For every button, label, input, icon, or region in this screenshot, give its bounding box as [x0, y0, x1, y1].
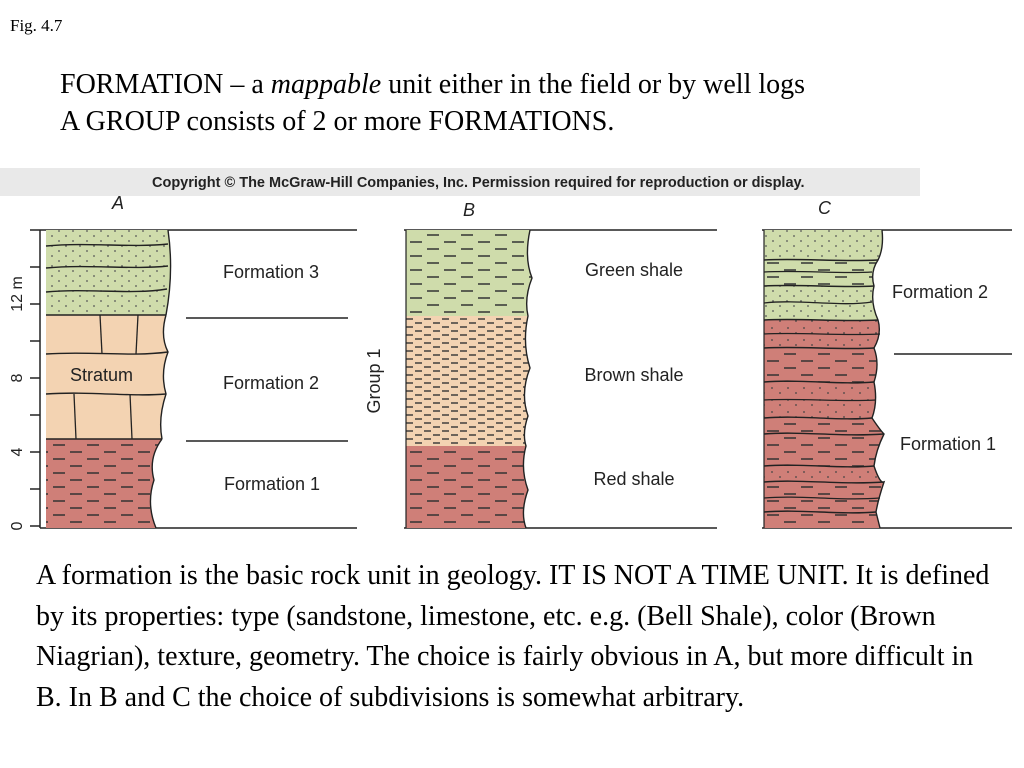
- scale-unit-label: 12 m: [9, 276, 26, 312]
- headline-line-1: FORMATION – a mappable unit either in th…: [60, 66, 805, 103]
- c-formation-1-texture: [764, 418, 884, 466]
- c-formation-1-texture: [764, 348, 877, 382]
- formation-2-label: Formation 2: [223, 373, 319, 393]
- bedding-line: [45, 243, 169, 247]
- joint-line: [99, 314, 103, 355]
- c-formation-1-texture: [764, 466, 884, 483]
- green-shale-label: Green shale: [585, 260, 683, 280]
- bedding-line: [763, 258, 879, 262]
- column-a: A 0 4 8 12 m: [9, 193, 357, 530]
- bedding-line: [763, 284, 875, 288]
- bedding-line: [763, 332, 881, 336]
- stratigraphic-figure: Copyright © The McGraw-Hill Companies, I…: [0, 168, 1012, 530]
- column-b-weathering-edge: [522, 229, 533, 529]
- brown-shale-texture: [406, 316, 530, 446]
- copyright-banner: [0, 168, 920, 196]
- group-label: Group 1: [364, 348, 384, 413]
- c-formation-1-label: Formation 1: [900, 434, 996, 454]
- column-c: C Formation 2 Formation: [762, 198, 1012, 529]
- bedding-line: [763, 416, 873, 420]
- c-formation-2-texture: [764, 260, 878, 286]
- column-b: B Group 1 Green shale Brown shale Red sh…: [364, 200, 717, 529]
- copyright-notice: Copyright © The McGraw-Hill Companies, I…: [152, 175, 805, 191]
- joint-line: [73, 393, 77, 440]
- bedding-line: [45, 288, 168, 293]
- formation-3-texture: [46, 230, 171, 315]
- bedding-line: [763, 301, 873, 305]
- formation-2-layer: [46, 315, 168, 439]
- body-paragraph: A formation is the basic rock unit in ge…: [36, 560, 990, 713]
- bedding-line: [763, 270, 873, 274]
- red-shale-label: Red shale: [593, 469, 674, 489]
- bedding-line: [763, 496, 881, 500]
- bedding-line: [763, 480, 885, 484]
- bedding-line: [763, 380, 875, 384]
- column-a-weathering-edge: [159, 314, 169, 440]
- bedding-line: [763, 398, 877, 402]
- column-c-letter: C: [818, 198, 832, 218]
- formation-1-label: Formation 1: [224, 474, 320, 494]
- headline-text: FORMATION – a: [60, 69, 271, 100]
- formation-1-texture: [46, 439, 162, 528]
- headline: FORMATION – a mappable unit either in th…: [60, 66, 805, 140]
- bedding-line: [45, 265, 169, 269]
- scale-tick-label: 0: [9, 521, 26, 530]
- column-a-letter: A: [111, 193, 124, 213]
- headline-text: unit either in the field or by well logs: [381, 69, 806, 100]
- bedding-line: [45, 392, 167, 396]
- stratum-label: Stratum: [70, 365, 133, 385]
- formation-3-label: Formation 3: [223, 262, 319, 282]
- bedding-line: [763, 346, 875, 350]
- headline-line-2: A GROUP consists of 2 or more FORMATIONS…: [60, 106, 615, 137]
- column-b-letter: B: [463, 200, 475, 220]
- red-shale-texture: [406, 446, 528, 528]
- headline-emphasis: mappable: [270, 69, 382, 100]
- scale-tick-label: 8: [9, 373, 26, 382]
- c-formation-1-texture: [764, 482, 884, 528]
- column-a-weathering-edge: [165, 229, 172, 316]
- figure-number: Fig. 4.7: [10, 16, 63, 35]
- bedding-line: [45, 351, 169, 355]
- column-a-weathering-edge: [149, 438, 163, 529]
- brown-shale-label: Brown shale: [584, 365, 683, 385]
- scale-tick-label: 4: [9, 447, 26, 456]
- green-shale-texture: [406, 230, 532, 316]
- c-formation-2-texture: [764, 230, 883, 260]
- bedding-line: [763, 432, 885, 436]
- bedding-line: [763, 510, 877, 514]
- column-c-weathering-edge: [871, 229, 886, 529]
- c-formation-2-label: Formation 2: [892, 282, 988, 302]
- joint-line: [129, 393, 133, 440]
- scale-bar: 0 4 8 12 m: [9, 229, 41, 530]
- bedding-line: [763, 318, 879, 322]
- bedding-line: [763, 464, 875, 468]
- joint-line: [135, 314, 139, 355]
